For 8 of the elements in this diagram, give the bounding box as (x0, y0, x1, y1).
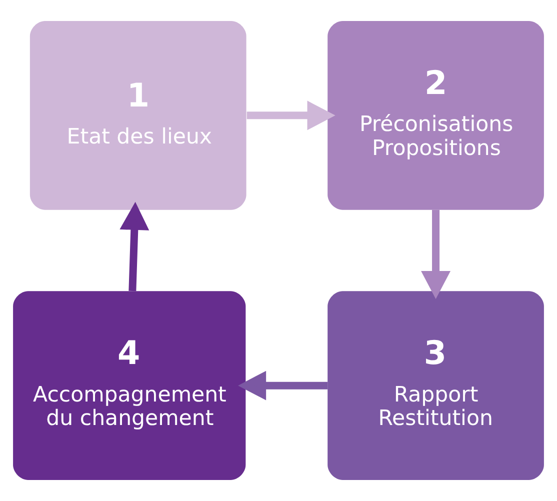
arrow (246, 100, 336, 130)
node-box: 4 Accompagnement du changement (13, 291, 246, 480)
arrow (238, 370, 328, 400)
node-box: 1 Etat des lieux (30, 21, 246, 210)
arrow (120, 202, 150, 292)
node-box: 3 Rapport Restitution (328, 291, 544, 480)
node-box: 2 Préconisations Propositions (328, 21, 544, 210)
arrow (421, 210, 451, 300)
